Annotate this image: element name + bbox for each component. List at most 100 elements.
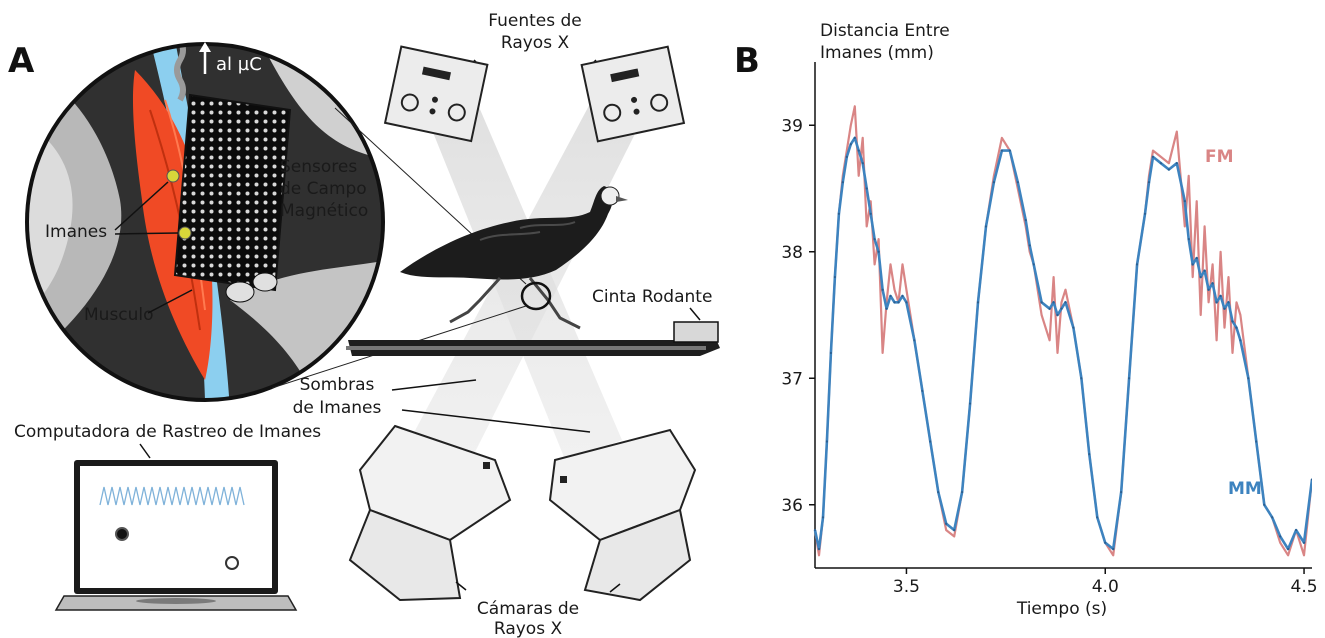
x-axis-label: Tiempo (s)	[1016, 599, 1107, 619]
xray-camera-left	[348, 424, 512, 602]
mm-data-point	[984, 225, 988, 228]
y-tick-label: 39	[781, 116, 803, 136]
xray-sources-label-2: Rayos X	[501, 33, 570, 53]
mm-data-point	[1112, 547, 1115, 551]
mm-data-point	[881, 288, 884, 291]
mm-series-label: MM	[1228, 479, 1262, 499]
mm-data-point	[1187, 238, 1190, 241]
y-tick-label: 36	[781, 496, 803, 516]
sensors-label-2: de Campo	[280, 179, 367, 199]
mm-data-point	[877, 250, 880, 253]
magnets-label: Imanes	[45, 222, 107, 242]
mm-data-point	[1183, 200, 1186, 203]
mm-data-point	[992, 181, 996, 184]
mm-data-point	[1203, 269, 1206, 272]
turkey-illustration	[400, 186, 628, 330]
mm-data-point	[1104, 541, 1107, 544]
mm-data-point	[1255, 440, 1258, 443]
xray-beams	[410, 100, 642, 462]
mm-data-point	[1008, 149, 1011, 152]
magnet-dot-lower	[178, 226, 192, 240]
mm-data-point	[1159, 162, 1163, 165]
screen-waveform	[99, 486, 245, 506]
mm-data-point	[849, 143, 852, 146]
mm-data-point	[1310, 478, 1312, 481]
mm-data-point	[837, 212, 840, 215]
mm-data-point	[1219, 294, 1222, 298]
sensor-board	[173, 93, 292, 303]
mm-data-point	[873, 238, 876, 241]
x-tick-label: 4.5	[1291, 577, 1318, 597]
shadows-label-1: Sombras	[300, 375, 375, 395]
mm-data-point	[1191, 263, 1194, 266]
mm-data-point	[1263, 503, 1266, 506]
mm-data-point	[821, 516, 825, 519]
treadmill-label: Cinta Rodante	[592, 287, 712, 307]
mm-data-point	[845, 155, 848, 158]
mm-data-point	[945, 522, 948, 525]
mm-data-point	[829, 351, 833, 355]
mm-data-point	[1211, 282, 1214, 285]
mm-data-point	[1080, 377, 1083, 380]
mm-data-point	[1271, 516, 1274, 519]
mm-data-point	[853, 136, 856, 139]
xray-source-left	[383, 45, 489, 143]
xray-sources-label-1: Fuentes de	[488, 11, 582, 31]
mm-data-point	[968, 402, 972, 405]
fm-series-label: FM	[1205, 147, 1234, 167]
mm-data-point	[953, 528, 956, 532]
y-axis-label-2: Imanes (mm)	[820, 43, 934, 63]
mm-data-point	[905, 301, 908, 304]
muscle-shape	[132, 70, 213, 380]
xray-camera-right	[548, 428, 697, 602]
laptop	[54, 460, 298, 611]
panel-a-letter: A	[8, 41, 35, 81]
sensors-label-1: Sensores	[280, 157, 357, 177]
mm-data-point	[1000, 149, 1003, 152]
mm-data-point	[889, 294, 892, 298]
mm-data-point	[817, 547, 821, 551]
mm-data-point	[1247, 377, 1250, 380]
series-line-mm	[813, 136, 1312, 551]
mm-data-point	[1279, 535, 1282, 538]
mm-data-point	[857, 149, 860, 152]
mm-data-point	[1147, 181, 1151, 184]
mm-data-point	[901, 294, 904, 298]
mm-data-point	[1064, 301, 1067, 304]
mm-data-point	[1096, 516, 1099, 519]
mm-data-point	[865, 187, 868, 190]
mm-data-point	[1239, 339, 1242, 342]
mm-data-point	[1215, 301, 1218, 304]
shadows-label-2: de Imanes	[293, 398, 382, 418]
sensors-label-3: Magnético	[280, 201, 368, 221]
mm-data-point	[1040, 301, 1043, 304]
mm-data-point	[1195, 256, 1198, 260]
mm-data-point	[1088, 453, 1091, 456]
mm-data-point	[1175, 162, 1178, 165]
magnet-dot-upper	[166, 169, 180, 183]
chart-series	[813, 105, 1312, 557]
mm-data-point	[1072, 326, 1075, 329]
mm-data-point	[813, 528, 817, 532]
y-tick-label: 38	[781, 243, 803, 263]
mm-data-point	[1235, 326, 1238, 329]
mm-data-point	[1120, 491, 1123, 494]
mm-data-point	[1024, 219, 1027, 222]
mm-data-point	[1135, 263, 1139, 266]
mm-data-point	[1223, 307, 1226, 310]
xray-cameras-label-2: Rayos X	[494, 619, 563, 638]
magnified-region-marker	[520, 281, 552, 311]
mm-data-point	[976, 301, 980, 304]
mm-data-point	[825, 440, 829, 443]
mm-data-point	[1167, 168, 1170, 171]
mm-data-point	[1151, 155, 1155, 158]
mm-data-point	[913, 339, 916, 342]
x-tick-label: 3.5	[893, 577, 920, 597]
mm-data-point	[1207, 288, 1210, 291]
treadmill	[346, 321, 720, 356]
magnified-muscle-view	[25, 42, 385, 402]
xray-source-right	[580, 45, 686, 143]
mm-data-point	[1302, 541, 1306, 544]
